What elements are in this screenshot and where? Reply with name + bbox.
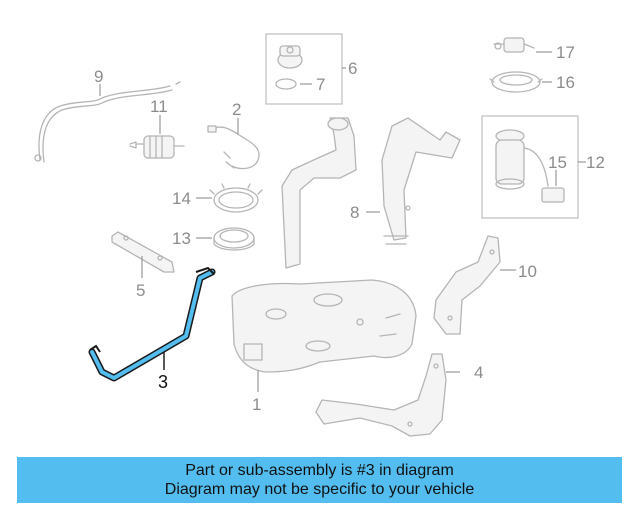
- callout-4: 4: [474, 363, 483, 382]
- callout-16: 16: [556, 73, 575, 92]
- part-5-bracket[interactable]: [111, 231, 175, 273]
- callout-9: 9: [94, 67, 103, 86]
- banner-line-2: Diagram may not be specific to your vehi…: [164, 481, 475, 498]
- part-6-group-box: [265, 33, 343, 105]
- part-14-lock-ring[interactable]: [209, 183, 263, 213]
- filler-neck: [281, 117, 357, 269]
- callout-3: 3: [158, 372, 168, 392]
- callout-12: 12: [586, 153, 605, 172]
- part-3-fuel-tank-strap[interactable]: [88, 266, 216, 382]
- part-16-lock-ring[interactable]: [489, 71, 543, 93]
- exploded-parts-diagram: 9 11 2 14 13 5: [34, 33, 605, 437]
- callout-6: 6: [348, 59, 357, 78]
- callout-2: 2: [232, 100, 241, 119]
- callout-10: 10: [518, 262, 537, 281]
- part-15-level-sender[interactable]: [541, 187, 565, 203]
- part-1-fuel-tank[interactable]: [231, 279, 417, 373]
- part-17-sensor[interactable]: [493, 37, 535, 53]
- callout-1: 1: [252, 395, 261, 414]
- part-4-shield[interactable]: [315, 353, 447, 437]
- callout-17: 17: [556, 43, 575, 62]
- callout-11: 11: [150, 97, 168, 116]
- callout-7: 7: [316, 75, 325, 94]
- callout-5: 5: [136, 281, 145, 300]
- part-2-sensor-wire[interactable]: [207, 125, 260, 170]
- part-12-fuel-pump[interactable]: [495, 129, 549, 190]
- part-10-bracket[interactable]: [433, 235, 501, 335]
- callout-15: 15: [548, 153, 567, 172]
- part-12-group-box: [481, 115, 579, 219]
- part-7-seal[interactable]: [275, 78, 297, 90]
- banner-line-1: Part or sub-assembly is #3 in diagram: [185, 462, 454, 479]
- callout-14: 14: [172, 189, 191, 208]
- part-13-seal[interactable]: [213, 227, 255, 251]
- part-9-fuel-line[interactable]: [34, 81, 181, 163]
- part-6-fuel-cap[interactable]: [277, 45, 303, 69]
- callout-8: 8: [350, 203, 359, 222]
- part-11-fuel-filter[interactable]: [129, 135, 185, 159]
- info-banner: Part or sub-assembly is #3 in diagram Di…: [17, 457, 622, 503]
- callout-13: 13: [172, 229, 191, 248]
- part-8-vent-tube[interactable]: [381, 117, 461, 245]
